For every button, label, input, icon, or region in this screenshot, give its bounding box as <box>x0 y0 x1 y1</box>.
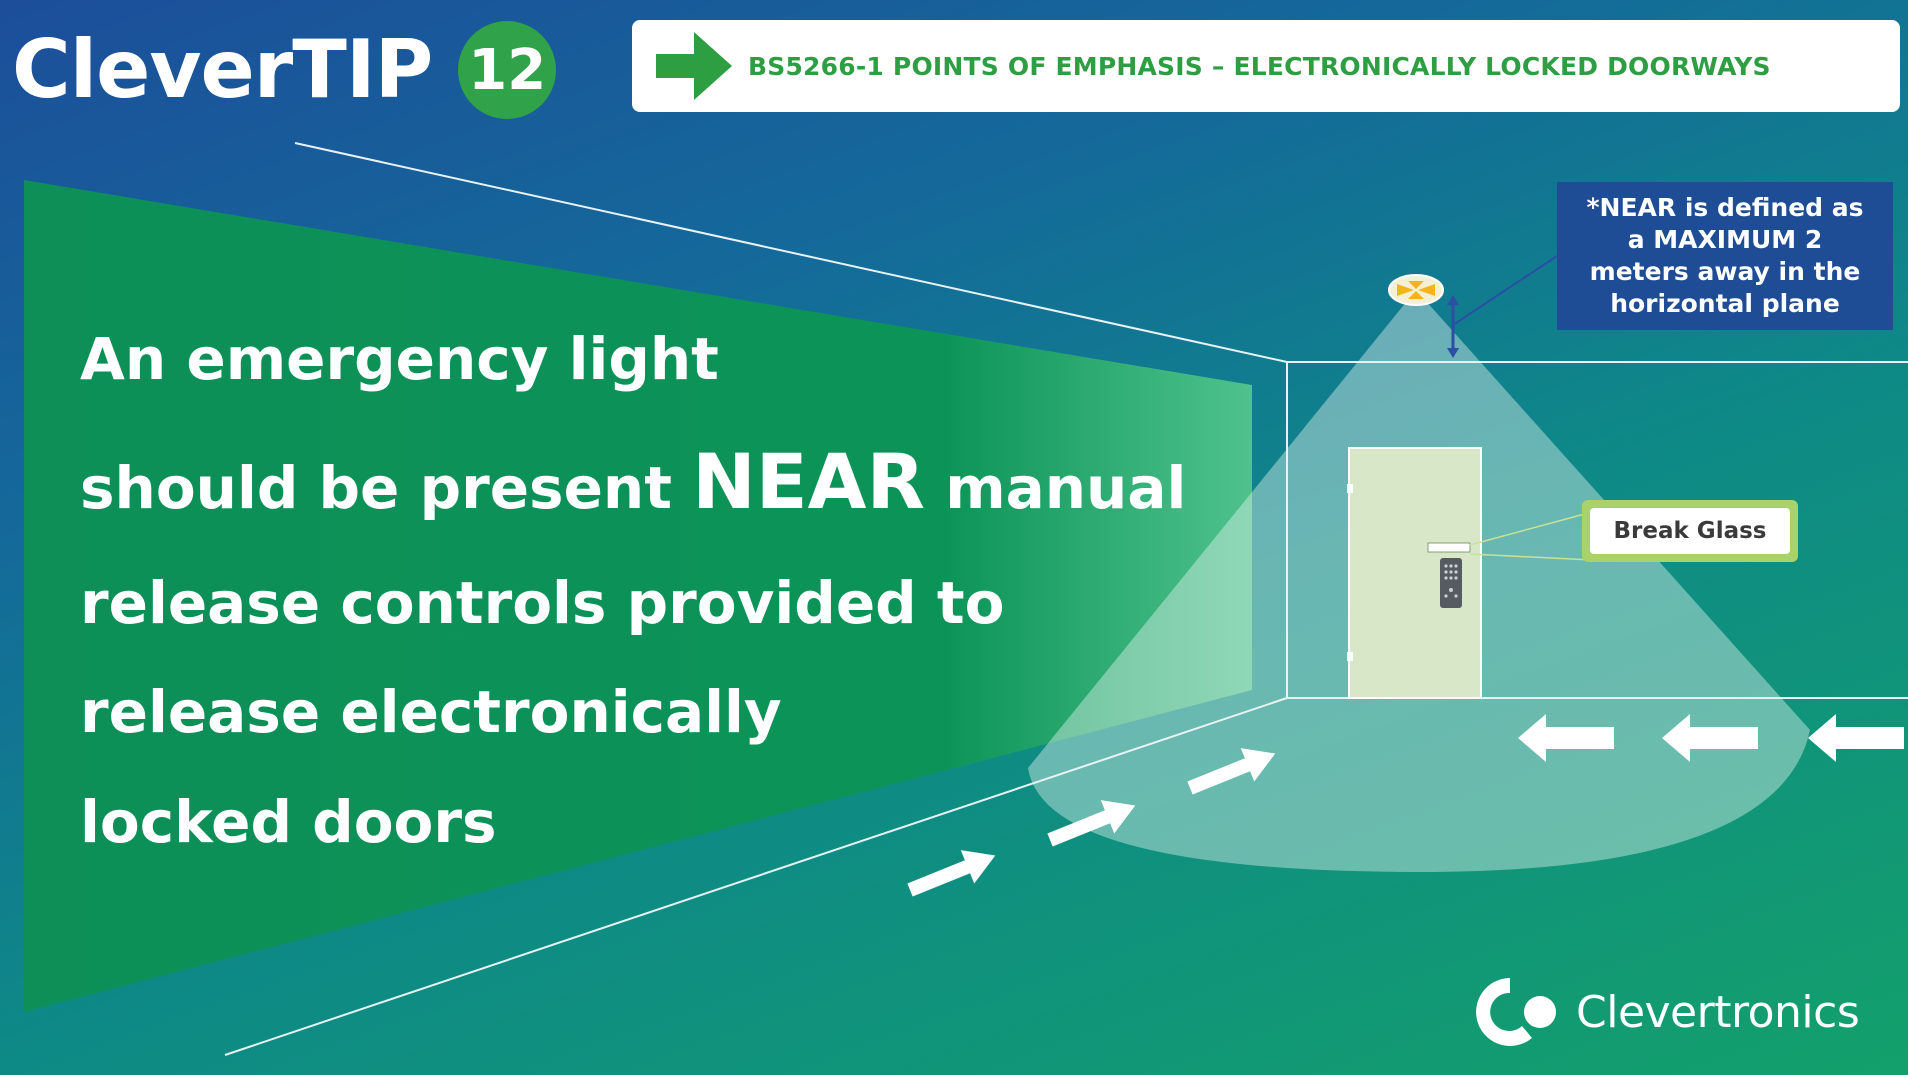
emphasis-near: NEAR <box>692 437 925 526</box>
distance-arrow-icon <box>1447 255 1558 358</box>
break-glass-label: Break Glass <box>1590 508 1790 554</box>
direction-arrow-icon <box>1518 714 1614 762</box>
break-glass-callout: Break Glass <box>1582 500 1798 562</box>
message-line-4: release electronically <box>80 678 782 746</box>
note-line-1: *NEAR is defined as <box>1586 193 1864 222</box>
clevertronics-logo: Clevertronics <box>1470 972 1860 1052</box>
message-line-2: should be present NEAR manual <box>80 444 1186 520</box>
direction-arrow-icon <box>1047 800 1136 847</box>
logo-text: Clevertronics <box>1576 986 1860 1038</box>
near-definition-note: *NEAR is defined as a MAXIMUM 2 meters a… <box>1557 182 1893 330</box>
note-line-2: a MAXIMUM 2 <box>1627 225 1823 254</box>
brand: CleverTIP 12 <box>12 20 557 120</box>
callout-leader <box>1469 511 1593 546</box>
message-line-2-start: should be present <box>80 454 693 522</box>
door-hinge <box>1347 484 1353 493</box>
callout-leader <box>1469 553 1593 561</box>
header-bar: BS5266-1 POINTS OF EMPHASIS – ELECTRONIC… <box>632 20 1900 112</box>
direction-arrow-icon <box>1662 714 1758 762</box>
direction-arrow-icon <box>907 850 996 897</box>
emergency-light-icon <box>1388 274 1444 306</box>
message-line-3: release controls provided to <box>80 569 1005 637</box>
door-break-glass-sign <box>1427 542 1471 553</box>
message-line-5: locked doors <box>80 788 497 856</box>
arrow-right-icon <box>656 32 732 100</box>
tip-number-badge: 12 <box>458 21 557 119</box>
direction-arrow-icon <box>1187 748 1276 795</box>
direction-arrow-icon <box>1808 714 1904 762</box>
message-line-2-end: manual <box>925 454 1187 522</box>
brand-title: CleverTIP <box>12 23 433 116</box>
note-line-4: horizontal plane <box>1610 289 1840 318</box>
text-panel <box>24 180 1252 1012</box>
ceiling-line <box>294 142 1288 363</box>
header-title: BS5266-1 POINTS OF EMPHASIS – ELECTRONIC… <box>748 51 1771 81</box>
door-hinge <box>1347 652 1353 661</box>
logo-mark-icon <box>1476 978 1556 1046</box>
note-line-3: meters away in the <box>1589 257 1861 286</box>
floor-line <box>224 697 1288 1056</box>
message-line-1: An emergency light <box>80 325 719 393</box>
